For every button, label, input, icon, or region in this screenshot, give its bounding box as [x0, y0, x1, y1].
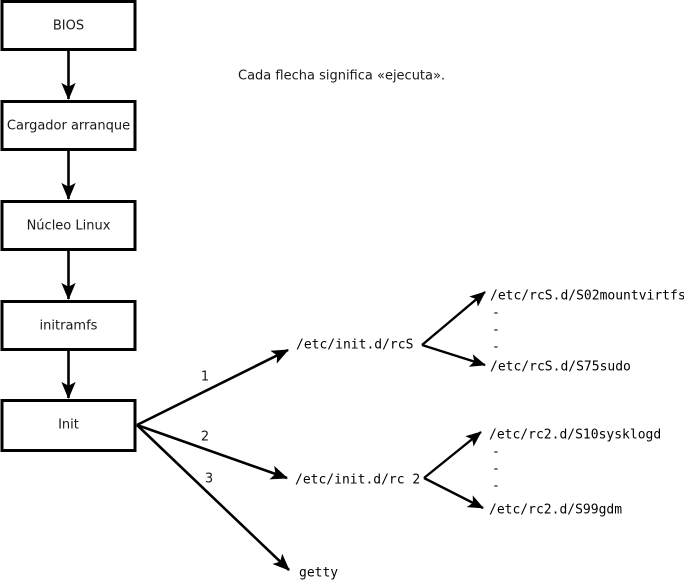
branch-number-3: 3	[205, 472, 213, 487]
rcs-last-script-label: /etc/rcS.d/S75sudo	[490, 360, 631, 375]
branch-number-2: 2	[201, 430, 209, 445]
box-init: Init	[0, 399, 137, 452]
rcs-ellipsis-dash-3: -	[492, 340, 500, 355]
box-bios: BIOS	[0, 0, 137, 51]
rc2-last-script-label: /etc/rc2.d/S99gdm	[489, 503, 622, 518]
branch-number-1: 1	[201, 370, 209, 385]
rc2-first-script-label: /etc/rc2.d/S10sysklogd	[489, 428, 661, 443]
target-label-rcs: /etc/init.d/rcS	[296, 338, 413, 353]
box-initramfs: initramfs	[0, 300, 137, 351]
box-bootloader-label: Cargador arranque	[7, 119, 130, 134]
rcs-ellipsis-dash-1: -	[492, 306, 500, 321]
boot-chain-group: BIOS Cargador arranque Núcleo Linux init…	[0, 0, 137, 452]
rc2-ellipsis-dash-2: -	[492, 462, 500, 477]
box-init-label: Init	[58, 418, 79, 433]
mid-targets-group: /etc/init.d/rcS /etc/init.d/rc 2 getty	[295, 338, 420, 581]
box-kernel-rect	[0, 200, 137, 251]
arrow-rc2-to-first-script	[423, 431, 482, 479]
rc2-ellipsis-dash-1: -	[492, 445, 500, 460]
rcs-first-script-label: /etc/rcS.d/S02mountvirtfs	[490, 289, 684, 304]
rcs-ellipsis-dash-2: -	[492, 323, 500, 338]
arrow-rcs-to-first-script	[421, 291, 486, 346]
box-kernel-label: Núcleo Linux	[27, 219, 111, 234]
box-init-rect	[0, 399, 137, 452]
arrow-init-to-rcs	[136, 348, 289, 427]
box-bootloader: Cargador arranque	[0, 100, 137, 151]
box-kernel: Núcleo Linux	[0, 200, 137, 251]
arrow-init-to-getty	[136, 424, 290, 571]
rc2-ellipsis-dash-3: -	[492, 479, 500, 494]
init-branches-group: 1 2 3	[136, 348, 290, 571]
box-initramfs-label: initramfs	[40, 319, 98, 334]
target-label-rc2: /etc/init.d/rc 2	[295, 473, 420, 488]
box-initramfs-rect	[0, 300, 137, 351]
rc2-scripts-group: /etc/rc2.d/S10sysklogd - - - /etc/rc2.d/…	[423, 428, 661, 518]
rcs-scripts-group: /etc/rcS.d/S02mountvirtfs - - - /etc/rcS…	[421, 289, 684, 375]
arrow-rc2-to-last-script	[423, 476, 484, 510]
arrow-init-to-rc2	[136, 423, 288, 480]
box-bootloader-rect	[0, 100, 137, 151]
arrow-rcs-to-last-script	[421, 343, 486, 367]
box-bios-rect	[0, 0, 137, 51]
box-bios-label: BIOS	[53, 19, 84, 34]
target-label-getty: getty	[299, 566, 338, 581]
diagram-caption: Cada flecha significa «ejecuta».	[238, 69, 445, 84]
